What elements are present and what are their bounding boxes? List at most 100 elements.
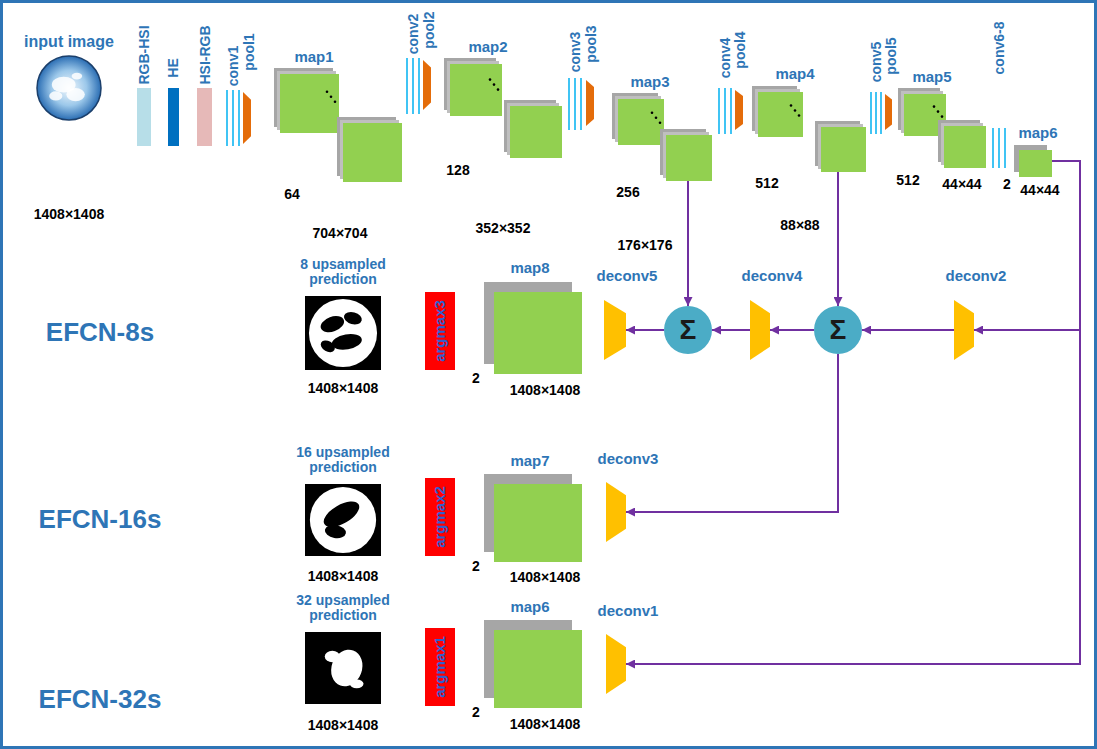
prediction-region [343,310,364,326]
prediction-image-shape [305,484,381,556]
feature-map-stack-shape [898,88,986,168]
ellipsis-dot [334,100,337,103]
deconv-layer-shape [954,300,974,360]
ellipsis-dot [933,105,936,108]
argmax-box: argmax3 [425,292,455,370]
size-label: 256 [616,185,639,200]
conv-layer-shape [406,58,420,114]
size-label: 704×704 [313,226,368,241]
connector-arrow [974,161,1080,330]
feature-map-stack-shape [612,93,712,181]
ellipsis-dot [794,109,797,112]
conv-line [226,90,228,146]
conv-layer: conv2 [406,58,420,114]
conv-line [875,92,877,134]
prediction-label: 8 upsampled prediction [284,257,402,286]
color-conversion-bar: HSI-RGB [197,88,212,146]
size-label: 176×176 [618,238,673,253]
deconv-trapezoid [606,482,626,542]
conv-line [580,78,582,130]
deconv-layer-shape [604,300,626,360]
map-sheet [280,74,339,133]
layer-label: pool2 [422,11,437,48]
feature-map: map621408×1408 [484,620,582,708]
conv-line [730,88,732,134]
layer-label: conv6-8 [992,22,1007,75]
connector-arrow [687,181,689,306]
prediction-ground [305,484,381,556]
conv-line [870,92,872,134]
layer-label: pool5 [884,37,899,74]
size-label: 2 [1003,177,1011,192]
cloud [72,73,83,80]
layer-label: map7 [510,453,549,469]
deconv-trapezoid [606,634,626,694]
ellipsis-dot [493,83,496,86]
layer-label: deconv2 [946,268,1007,284]
size-label: 1408×1408 [308,718,378,733]
deconv-layer-shape [606,634,626,694]
layer-label: pool1 [242,33,257,70]
layer-label: HSI-RGB [198,25,213,84]
equalization-bar-shape [168,88,179,146]
deconv-layer: deconv5 [604,300,626,360]
argmax-fill [425,478,455,556]
layer-label: deconv3 [598,451,659,467]
layer-label: conv5 [869,42,884,82]
pool-layer: pool5 [885,94,892,130]
conv-layer: conv3 [568,78,582,130]
connector-arrow [837,172,839,306]
connector-arrow [626,354,838,512]
prediction-region [324,523,347,539]
size-label: 44×44 [1020,183,1059,198]
feature-map-shape [484,282,582,374]
deconv-layer: deconv4 [750,300,770,360]
input-image: input image1408×1408 [36,55,102,121]
conv-line [1004,128,1006,168]
map-sheet [758,92,803,137]
layer-label: map6 [1018,125,1057,141]
pool-trapezoid [586,80,594,126]
prediction-image: 16 upsampled prediction1408×1408 [305,484,381,556]
conv-layer: conv5 [870,92,882,134]
prediction-image-shape [305,296,381,370]
layer-label: pool3 [584,25,599,62]
conv-layer-shape [718,88,732,134]
deconv-trapezoid [954,300,974,360]
size-label: 1408×1408 [510,383,580,398]
conv-layer-shape [568,78,582,130]
ellipsis-dot [798,114,801,117]
layer-label: RGB-HSI [137,25,152,84]
bar-fill [137,88,151,146]
image-label: input image [24,34,114,51]
pool-layer-shape [735,90,743,130]
size-label: 1408×1408 [308,569,378,584]
connector-arrow [626,329,664,331]
argmax-label: argmax2 [432,486,448,548]
prediction-image: 8 upsampled prediction1408×1408 [305,296,381,370]
conv-layer: conv1 [226,90,240,146]
feature-map: map821408×1408 [484,282,582,374]
conv-line [406,58,408,114]
ellipsis-dot [326,90,329,93]
pool-layer-shape [586,80,594,126]
layer-label: conv1 [226,46,241,86]
sum-node: Σ [664,306,712,354]
feature-map-stack: map3256176×176 [612,93,712,181]
sky-disk [37,56,101,120]
map-sheet [821,127,866,172]
bar-fill [168,88,179,146]
prediction-ground [305,632,381,704]
layer-label: map8 [510,260,549,276]
layer-label: map5 [912,69,951,85]
pool-layer-shape [885,94,892,130]
feature-map: map721408×1408 [484,474,582,562]
map-sheet [343,123,402,182]
conv-line [238,90,240,146]
feature-map-stack-shape [752,86,866,172]
cloud [49,91,62,100]
ellipsis-dot [651,112,654,115]
pool-layer: pool1 [243,92,251,144]
feature-map-stack: map551244×44 [898,88,986,168]
feature-map-shape [484,620,582,708]
